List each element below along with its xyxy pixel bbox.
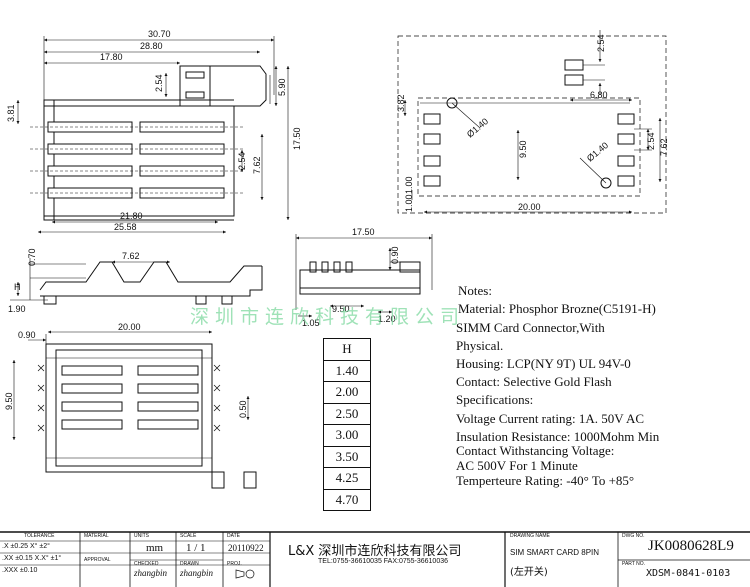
projection-label: PROJ. xyxy=(227,561,242,567)
dim-fp-6-80: 6.80 xyxy=(590,90,608,100)
scale-value: 1 / 1 xyxy=(186,542,206,554)
dim-17-80: 17.80 xyxy=(100,52,123,62)
dim-fp-1-00-a: 1.00 xyxy=(404,176,414,194)
height-table: H 1.40 2.00 2.50 3.00 3.50 4.25 4.70 xyxy=(323,338,371,511)
height-value: 3.50 xyxy=(323,445,371,468)
dim-side-1-90: 1.90 xyxy=(8,304,26,314)
dim-21-80: 21.80 xyxy=(120,211,143,221)
drawing-name-label: DRAWING NAME xyxy=(510,533,550,539)
part-no-label: PART NO. xyxy=(622,561,646,567)
dim-bot-9-50: 9.50 xyxy=(4,392,14,410)
checked-label: CHECKED xyxy=(134,561,159,567)
dim-end-1-05: 1.05 xyxy=(302,318,320,328)
note-line: Insulation Resistance: 1000Mohm Min xyxy=(456,429,660,444)
height-table-header: H xyxy=(323,338,371,361)
part-no: XDSM-0841-0103 xyxy=(646,568,731,579)
end-view xyxy=(295,234,433,318)
dim-30-70: 30.70 xyxy=(148,29,171,39)
tolerance-row: .XXX ±0.10 xyxy=(2,567,38,574)
dim-3-81: 3.81 xyxy=(6,104,16,122)
dim-fp-2-54-top: 2.54 xyxy=(596,34,606,52)
dim-fp-7-62: 7.62 xyxy=(659,138,669,156)
note-line: Housing: LCP(NY 9T) UL 94V-0 xyxy=(456,356,631,371)
dim-side-h: H xyxy=(14,282,21,292)
dim-17-50: 17.50 xyxy=(292,127,302,150)
dwg-no: JK0080628L9 xyxy=(648,538,734,554)
dim-end-9-50: 9.50 xyxy=(332,304,350,314)
dim-fp-9-50: 9.50 xyxy=(518,140,528,158)
dim-fp-hole-1: Ø1.40 xyxy=(465,116,490,139)
dwg-no-label: DWG NO. xyxy=(622,533,645,539)
units-value: mm xyxy=(146,542,164,554)
note-line: Contact: Selective Gold Flash xyxy=(456,374,612,389)
height-value: 4.70 xyxy=(323,488,371,511)
drawing-name: SIM SMART CARD 8PIN xyxy=(510,548,600,557)
dim-bot-0-50: 0.50 xyxy=(238,400,248,418)
date-value: 20110922 xyxy=(228,543,264,553)
bottom-view xyxy=(12,330,257,489)
note-line: Material: Phosphor Brozne(C5191-H) xyxy=(458,301,656,316)
height-value: 1.40 xyxy=(323,359,371,382)
dim-5-90: 5.90 xyxy=(277,78,287,96)
drawn-label: DRAWN xyxy=(180,561,199,567)
note-line: Temperteure Rating: -40° To +85° xyxy=(456,473,635,488)
note-line: Physical. xyxy=(456,338,504,353)
dim-28-80: 28.80 xyxy=(140,41,163,51)
dim-25-58: 25.58 xyxy=(114,222,137,232)
top-contacts xyxy=(30,121,244,199)
company-watermark: 深圳市连欣科技有限公司 xyxy=(190,306,466,328)
dim-2-54-top: 2.54 xyxy=(154,74,164,92)
dim-fp-1-00-b: 1.00 xyxy=(404,194,414,212)
dim-side-0-70: 0.70 xyxy=(27,248,37,266)
approval-label: APPROVAL xyxy=(84,557,111,563)
footprint-view xyxy=(397,30,667,214)
dim-bot-20-00: 20.00 xyxy=(118,322,141,332)
note-line: AC 500V For 1 Minute xyxy=(456,458,578,473)
drawing-name-cn: (左开关) xyxy=(510,567,548,578)
height-value: 2.50 xyxy=(323,402,371,425)
note-line: Contact Withstancing Voltage: xyxy=(456,443,615,458)
dim-2-54-side: 2.54 xyxy=(237,152,247,170)
units-label: UNITS xyxy=(134,533,149,539)
tolerance-label: TOLERANCE xyxy=(24,533,55,539)
dim-bot-0-90: 0.90 xyxy=(18,330,36,340)
checked-value: zhangbin xyxy=(134,568,168,578)
note-line: Voltage Current rating: 1A. 50V AC xyxy=(456,411,645,426)
tolerance-row: .XX ±0.15 X.X° ±1° xyxy=(2,555,62,562)
title-block-frame xyxy=(0,531,750,587)
dim-side-7-62: 7.62 xyxy=(122,251,140,261)
height-value: 2.00 xyxy=(323,381,371,404)
material-label: MATERIAL xyxy=(84,533,109,539)
dim-end-17-50: 17.50 xyxy=(352,227,375,237)
height-value: 3.00 xyxy=(323,424,371,447)
drawn-value: zhangbin xyxy=(180,568,214,578)
dim-fp-3-82: 3.82 xyxy=(396,94,406,112)
dim-end-1-20: 1.20 xyxy=(378,314,396,324)
tolerance-row: .X ±0.25 X° ±2° xyxy=(2,543,50,550)
date-label: DATE xyxy=(227,533,240,539)
dim-7-62: 7.62 xyxy=(252,156,262,174)
dim-fp-2-54-side: 2.54 xyxy=(646,132,656,150)
scale-label: SCALE xyxy=(180,533,197,539)
note-line: Specifications: xyxy=(456,392,534,407)
dim-fp-20-00: 20.00 xyxy=(518,202,541,212)
top-view xyxy=(16,36,290,234)
notes-heading: Notes: xyxy=(458,283,492,298)
dim-fp-hole-2: Ø1.40 xyxy=(585,140,610,163)
height-value: 4.25 xyxy=(323,467,371,490)
side-view xyxy=(10,258,263,305)
dim-end-0-90: 0.90 xyxy=(390,246,400,264)
company-contact: TEL:0755-36610035 FAX:0755-36610036 xyxy=(318,558,448,565)
company-name: L&X 深圳市连欣科技有限公司 xyxy=(288,544,462,559)
note-line: SIMM Card Connector,With xyxy=(456,320,605,335)
